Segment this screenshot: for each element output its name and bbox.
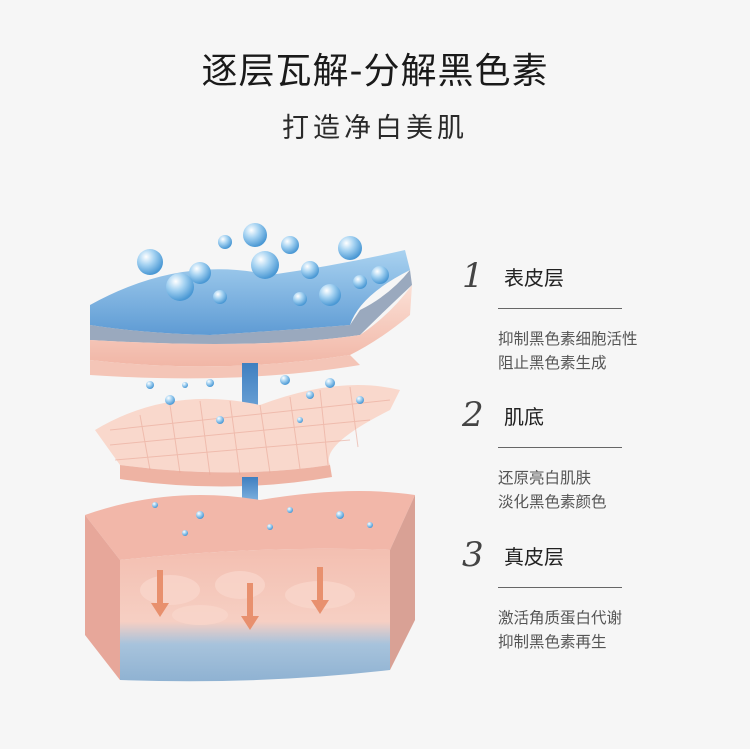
layer-number: 1 (462, 256, 484, 296)
description-line: 激活角质蛋白代谢 (498, 609, 623, 627)
layer-name: 表皮层 (504, 265, 564, 290)
layer-description: 还原亮白肌肤 淡化黑色素颜色 (498, 466, 692, 514)
description-line: 抑制黑色素细胞活性 (498, 330, 638, 348)
page-title: 逐层瓦解-分解黑色素 (201, 51, 549, 92)
description-line: 阻止黑色素生成 (498, 354, 607, 372)
page-subtitle: 打造净白美肌 (282, 113, 468, 144)
layer-description: 激活角质蛋白代谢 抑制黑色素再生 (498, 606, 692, 654)
layer-name: 肌底 (504, 404, 544, 429)
epidermis-layer (90, 250, 412, 379)
divider (498, 587, 622, 588)
divider (498, 447, 622, 448)
layer-description: 抑制黑色素细胞活性 阻止黑色素生成 (498, 327, 692, 375)
layer-info-2: 2 肌底 还原亮白肌肤 淡化黑色素颜色 (462, 393, 692, 514)
layer-info-1: 1 表皮层 抑制黑色素细胞活性 阻止黑色素生成 (462, 254, 692, 375)
layer-info-3: 3 真皮层 激活角质蛋白代谢 抑制黑色素再生 (462, 533, 692, 654)
base-layer (95, 385, 400, 487)
down-arrow-icon (151, 567, 329, 630)
skin-layers-illustration (85, 223, 415, 682)
description-line: 抑制黑色素再生 (498, 633, 607, 651)
divider (498, 308, 622, 309)
description-line: 还原亮白肌肤 (498, 469, 592, 487)
description-line: 淡化黑色素颜色 (498, 493, 607, 511)
layer-name: 真皮层 (504, 544, 564, 569)
dermis-layer (85, 491, 415, 682)
bubble-icon (137, 223, 389, 536)
layer-number: 2 (462, 395, 484, 435)
layer-number: 3 (462, 535, 484, 575)
